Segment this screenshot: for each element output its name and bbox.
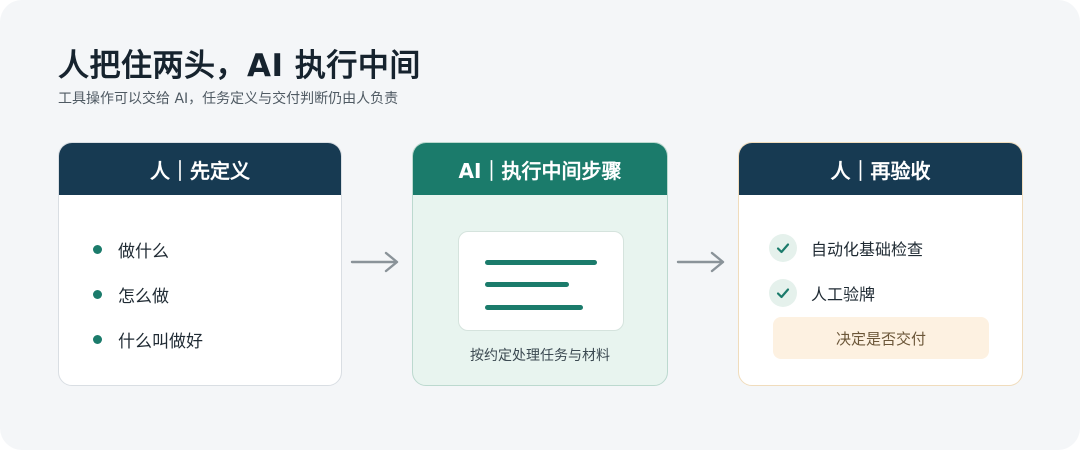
execute-card-body: 按约定处理任务与材料 — [413, 195, 667, 385]
review-card-title: 人｜再验收 — [739, 143, 1022, 195]
check-list: 自动化基础检查 人工验牌 — [769, 225, 923, 315]
list-item-label: 怎么做 — [118, 287, 169, 307]
list-item-label: 做什么 — [118, 242, 169, 262]
list-item: 人工验牌 — [769, 270, 923, 315]
list-item: 怎么做 — [93, 272, 203, 317]
review-card: 人｜再验收 自动化基础检查 人工验牌 决定是否交付 — [738, 142, 1023, 386]
list-item: 自动化基础检查 — [769, 225, 923, 270]
arrow-right-icon — [350, 251, 399, 273]
bullet-dot-icon — [93, 245, 102, 254]
bullet-dot-icon — [93, 335, 102, 344]
page-title: 人把住两头，AI 执行中间 — [58, 48, 421, 84]
check-item-label: 人工验牌 — [811, 284, 876, 304]
check-item-label: 自动化基础检查 — [811, 239, 924, 259]
delivery-decision-box: 决定是否交付 — [773, 317, 989, 359]
doc-line — [485, 260, 597, 265]
execute-card: AI｜执行中间步骤 按约定处理任务与材料 — [412, 142, 668, 386]
page-subtitle: 工具操作可以交给 AI，任务定义与交付判断仍由人负责 — [58, 91, 399, 107]
bullet-dot-icon — [93, 290, 102, 299]
define-list: 做什么 怎么做 什么叫做好 — [93, 227, 203, 362]
doc-line — [485, 282, 569, 287]
document-lines-icon — [458, 231, 624, 331]
list-item: 做什么 — [93, 227, 203, 272]
arrow-right-icon — [676, 251, 725, 273]
execute-caption: 按约定处理任务与材料 — [470, 348, 610, 364]
doc-line — [485, 305, 583, 310]
define-card-title: 人｜先定义 — [59, 143, 341, 195]
list-item-label: 什么叫做好 — [118, 332, 203, 352]
list-item: 什么叫做好 — [93, 317, 203, 362]
check-icon — [769, 278, 797, 307]
define-card-body: 做什么 怎么做 什么叫做好 — [59, 195, 341, 385]
execute-card-title: AI｜执行中间步骤 — [413, 143, 667, 195]
check-icon — [769, 233, 797, 262]
review-card-body: 自动化基础检查 人工验牌 决定是否交付 — [739, 195, 1022, 385]
define-card: 人｜先定义 做什么 怎么做 什么叫做好 — [58, 142, 342, 386]
